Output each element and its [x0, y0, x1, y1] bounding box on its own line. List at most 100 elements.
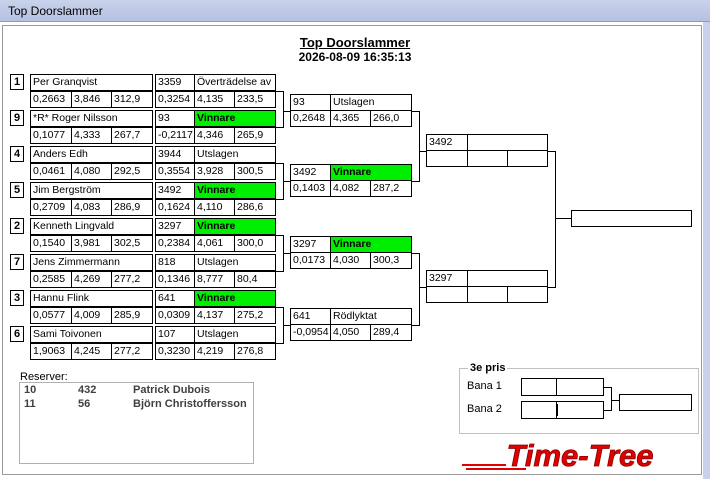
- sf-reaction-time-cell[interactable]: [426, 286, 468, 303]
- match-elapsed-time-cell[interactable]: 4,346: [194, 127, 235, 144]
- match-number-cell[interactable]: 3492: [155, 182, 195, 199]
- sf-speed-cell[interactable]: [507, 150, 548, 167]
- elapsed-time-cell[interactable]: 4,245: [71, 343, 112, 360]
- match-reaction-time-cell[interactable]: 0,1624: [155, 199, 195, 216]
- sf-elapsed-time-cell[interactable]: [467, 150, 508, 167]
- match-reaction-time-cell[interactable]: 0,3254: [155, 91, 195, 108]
- driver-name-cell[interactable]: Per Granqvist: [30, 74, 153, 91]
- lane1-number-cell[interactable]: [521, 378, 557, 396]
- match-number-cell[interactable]: 3944: [155, 146, 195, 163]
- sf-number-cell[interactable]: 3297: [426, 270, 468, 287]
- reaction-time-cell[interactable]: 0,2709: [30, 199, 72, 216]
- match-speed-cell[interactable]: 286,6: [234, 199, 276, 216]
- elapsed-time-cell[interactable]: 4,009: [71, 307, 112, 324]
- r2-winner-status-cell[interactable]: Vinnare: [330, 236, 412, 253]
- driver-name-cell[interactable]: Sami Toivonen: [30, 326, 153, 343]
- match-elapsed-time-cell[interactable]: 4,135: [194, 91, 235, 108]
- match-number-cell[interactable]: 107: [155, 326, 195, 343]
- r2-speed-cell[interactable]: 289,4: [370, 324, 412, 341]
- speed-cell[interactable]: 277,2: [111, 271, 153, 288]
- match-speed-cell[interactable]: 300,5: [234, 163, 276, 180]
- match-reaction-time-cell[interactable]: 0,3230: [155, 343, 195, 360]
- lane2-number-cell[interactable]: [521, 401, 557, 419]
- match-reaction-time-cell[interactable]: 0,3554: [155, 163, 195, 180]
- match-elapsed-time-cell[interactable]: 3,928: [194, 163, 235, 180]
- speed-cell[interactable]: 302,5: [111, 235, 153, 252]
- match-reaction-time-cell[interactable]: 0,1346: [155, 271, 195, 288]
- elapsed-time-cell[interactable]: 4,333: [71, 127, 112, 144]
- driver-name-cell[interactable]: *R* Roger Nilsson: [30, 110, 153, 127]
- reaction-time-cell[interactable]: 0,2663: [30, 91, 72, 108]
- speed-cell[interactable]: 277,2: [111, 343, 153, 360]
- status-cell[interactable]: Utslagen: [194, 326, 276, 343]
- r2-speed-cell[interactable]: 287,2: [370, 180, 412, 197]
- r2-winner-status-cell[interactable]: Vinnare: [330, 164, 412, 181]
- driver-name-cell[interactable]: Jim Bergström: [30, 182, 153, 199]
- match-speed-cell[interactable]: 233,5: [234, 91, 276, 108]
- r2-elapsed-time-cell[interactable]: 4,365: [330, 110, 371, 127]
- driver-name-cell[interactable]: Hannu Flink: [30, 290, 153, 307]
- elapsed-time-cell[interactable]: 4,080: [71, 163, 112, 180]
- match-elapsed-time-cell[interactable]: 4,061: [194, 235, 235, 252]
- sf-status-cell[interactable]: [467, 270, 548, 287]
- speed-cell[interactable]: 267,7: [111, 127, 153, 144]
- reaction-time-cell[interactable]: 0,1540: [30, 235, 72, 252]
- sf-status-cell[interactable]: [467, 134, 548, 151]
- r2-elapsed-time-cell[interactable]: 4,050: [330, 324, 371, 341]
- lane1-result-cell[interactable]: [556, 378, 604, 396]
- match-reaction-time-cell[interactable]: 0,0309: [155, 307, 195, 324]
- reaction-time-cell[interactable]: 1,9063: [30, 343, 72, 360]
- driver-name-cell[interactable]: Kenneth Lingvald: [30, 218, 153, 235]
- r2-number-cell[interactable]: 641: [290, 308, 331, 325]
- sf-elapsed-time-cell[interactable]: [467, 286, 508, 303]
- r2-elapsed-time-cell[interactable]: 4,082: [330, 180, 371, 197]
- match-elapsed-time-cell[interactable]: 4,110: [194, 199, 235, 216]
- match-elapsed-time-cell[interactable]: 4,219: [194, 343, 235, 360]
- r2-reaction-time-cell[interactable]: 0,2648: [290, 110, 331, 127]
- match-speed-cell[interactable]: 265,9: [234, 127, 276, 144]
- sf-number-cell[interactable]: 3492: [426, 134, 468, 151]
- match-number-cell[interactable]: 93: [155, 110, 195, 127]
- reaction-time-cell[interactable]: 0,1077: [30, 127, 72, 144]
- lane2-result-cell[interactable]: [556, 401, 604, 419]
- match-speed-cell[interactable]: 80,4: [234, 271, 276, 288]
- winner-status-cell[interactable]: Vinnare: [194, 182, 276, 199]
- match-speed-cell[interactable]: 300,0: [234, 235, 276, 252]
- match-number-cell[interactable]: 3297: [155, 218, 195, 235]
- elapsed-time-cell[interactable]: 3,846: [71, 91, 112, 108]
- winner-status-cell[interactable]: Vinnare: [194, 290, 276, 307]
- match-number-cell[interactable]: 3359: [155, 74, 195, 91]
- match-speed-cell[interactable]: 275,2: [234, 307, 276, 324]
- r2-status-cell[interactable]: Utslagen: [330, 94, 412, 111]
- r2-elapsed-time-cell[interactable]: 4,030: [330, 252, 371, 269]
- winner-status-cell[interactable]: Vinnare: [194, 110, 276, 127]
- driver-name-cell[interactable]: Jens Zimmermann: [30, 254, 153, 271]
- match-number-cell[interactable]: 818: [155, 254, 195, 271]
- reserves-list[interactable]: [19, 382, 254, 464]
- elapsed-time-cell[interactable]: 4,269: [71, 271, 112, 288]
- r2-speed-cell[interactable]: 300,3: [370, 252, 412, 269]
- driver-name-cell[interactable]: Anders Edh: [30, 146, 153, 163]
- r2-number-cell[interactable]: 93: [290, 94, 331, 111]
- reaction-time-cell[interactable]: 0,0461: [30, 163, 72, 180]
- speed-cell[interactable]: 312,9: [111, 91, 153, 108]
- match-elapsed-time-cell[interactable]: 8,777: [194, 271, 235, 288]
- r2-reaction-time-cell[interactable]: 0,1403: [290, 180, 331, 197]
- r2-speed-cell[interactable]: 266,0: [370, 110, 412, 127]
- reaction-time-cell[interactable]: 0,0577: [30, 307, 72, 324]
- match-elapsed-time-cell[interactable]: 4,137: [194, 307, 235, 324]
- match-reaction-time-cell[interactable]: 0,2384: [155, 235, 195, 252]
- elapsed-time-cell[interactable]: 3,981: [71, 235, 112, 252]
- r2-number-cell[interactable]: 3492: [290, 164, 331, 181]
- final-winner-cell[interactable]: [571, 210, 692, 227]
- status-cell[interactable]: Utslagen: [194, 146, 276, 163]
- speed-cell[interactable]: 292,5: [111, 163, 153, 180]
- winner-status-cell[interactable]: Vinnare: [194, 218, 276, 235]
- match-speed-cell[interactable]: 276,8: [234, 343, 276, 360]
- speed-cell[interactable]: 285,9: [111, 307, 153, 324]
- match-number-cell[interactable]: 641: [155, 290, 195, 307]
- match-reaction-time-cell[interactable]: -0,2117: [155, 127, 195, 144]
- r2-number-cell[interactable]: 3297: [290, 236, 331, 253]
- status-cell[interactable]: Utslagen: [194, 254, 276, 271]
- sf-speed-cell[interactable]: [507, 286, 548, 303]
